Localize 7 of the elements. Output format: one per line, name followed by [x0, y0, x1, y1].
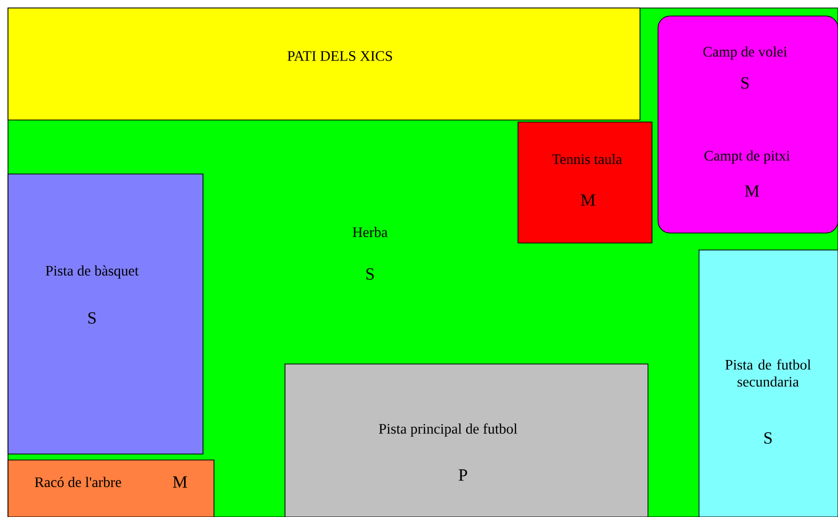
- zone-area: Pista de futbol secundaria S: [698, 250, 838, 517]
- zone-area: Racó de l'arbre M: [8, 460, 214, 517]
- zone-area: Pista principal de futbol P: [284, 364, 648, 517]
- zone-area: Pista de bàsquet S: [8, 174, 204, 454]
- zone-area: Tennis taula M: [518, 122, 652, 244]
- zone-area: Camp de volei S Campt de pitxi M: [658, 16, 838, 234]
- zone-area: PATI DELS XICS: [8, 8, 640, 120]
